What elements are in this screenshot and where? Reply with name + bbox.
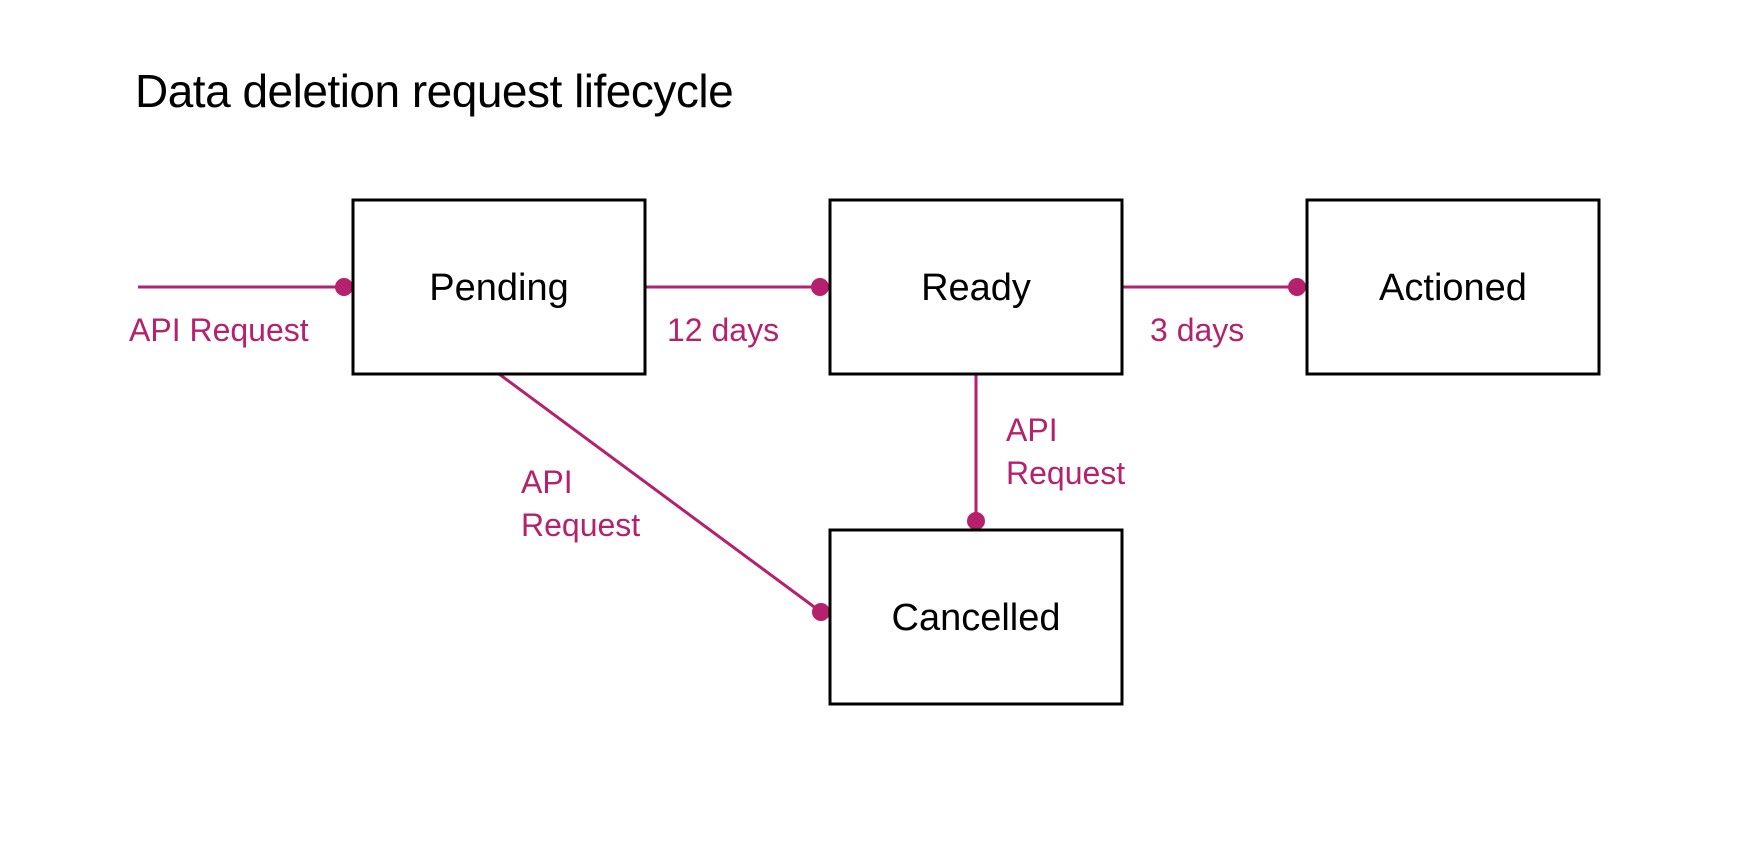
edge-pending-cancelled-endpoint (812, 603, 830, 621)
edge-entry-label: API Request (129, 312, 309, 348)
edge-pending-cancelled: API Request (498, 372, 830, 621)
node-actioned-label: Actioned (1379, 267, 1527, 309)
edge-pending-cancelled-line (498, 372, 822, 614)
node-cancelled-label: Cancelled (892, 597, 1061, 639)
node-ready-box (828, 198, 1124, 376)
node-ready: Ready (828, 198, 1124, 376)
diagram-title: Data deletion request lifecycle (135, 65, 734, 117)
edge-ready-actioned-endpoint (1288, 278, 1306, 296)
edge-ready-actioned: 3 days (1122, 278, 1306, 348)
edge-ready-cancelled-label: API Request (1006, 412, 1125, 491)
edge-pending-ready: 12 days (645, 278, 829, 348)
node-pending-box (351, 198, 647, 376)
node-cancelled: Cancelled (828, 528, 1124, 706)
edge-ready-cancelled-label-line2: Request (1006, 455, 1125, 491)
edge-ready-actioned-label: 3 days (1150, 312, 1244, 348)
edge-pending-ready-endpoint (811, 278, 829, 296)
edge-ready-cancelled-endpoint (967, 512, 985, 530)
node-pending: Pending (351, 198, 647, 376)
edge-entry: API Request (129, 278, 353, 348)
edge-pending-cancelled-label-line2: Request (521, 507, 640, 543)
edge-pending-cancelled-label: API Request (521, 464, 640, 543)
node-cancelled-box (828, 528, 1124, 706)
edge-pending-cancelled-label-line1: API (521, 464, 573, 500)
node-actioned-box (1305, 198, 1601, 376)
edge-pending-ready-label: 12 days (667, 312, 779, 348)
edge-ready-cancelled: API Request (967, 374, 1125, 530)
edge-ready-cancelled-label-line1: API (1006, 412, 1058, 448)
node-pending-label: Pending (429, 267, 568, 309)
edge-entry-endpoint (335, 278, 353, 296)
node-actioned: Actioned (1305, 198, 1601, 376)
node-ready-label: Ready (921, 267, 1031, 309)
